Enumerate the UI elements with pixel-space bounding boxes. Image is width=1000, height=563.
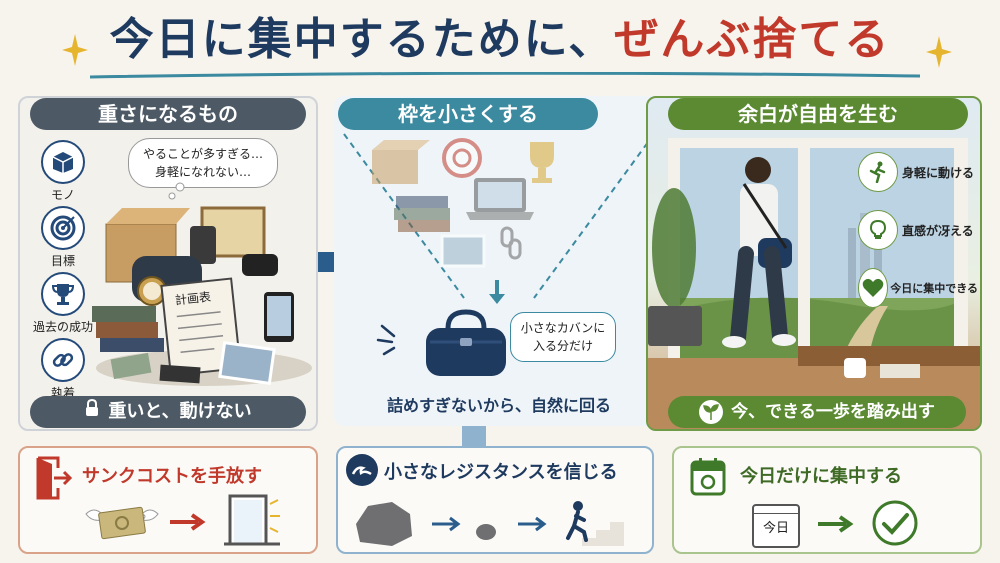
sparkle-icon (926, 36, 952, 68)
freedom-panel (646, 96, 982, 431)
target-icon (41, 206, 85, 250)
connector-bar (462, 426, 486, 448)
arrow-right-icon (818, 515, 854, 533)
benefit-item: 直感が冴える (858, 210, 978, 250)
benefit-label: 今日に集中できる (890, 282, 978, 295)
icon-item-goal: 目標 (28, 206, 98, 269)
heart-icon (858, 268, 889, 308)
icon-item-past-success: 過去の成功 (28, 272, 98, 335)
bubble-tail (168, 182, 185, 200)
benefit-label: 直感が冴える (902, 223, 974, 238)
clutter-note: 計画表 (174, 289, 211, 308)
title-main: 今日に集中するために、 (109, 14, 615, 65)
clutter-pile-illustration: 計画表 (92, 206, 312, 386)
title-area: 今日に集中するために、ぜんぶ捨てる (0, 4, 1000, 84)
running-person-icon (858, 152, 898, 192)
bubble-line: やることが多すぎる… (142, 147, 263, 161)
page-title: 今日に集中するために、ぜんぶ捨てる (0, 4, 1000, 76)
icon-item-attachment: 執着 (28, 338, 98, 401)
motion-lines (376, 324, 396, 356)
bubble-line: 身軽になれない… (154, 165, 251, 179)
check-circle-icon (872, 500, 918, 546)
chain-icon (41, 338, 85, 382)
rock-to-stairs-illustration (356, 501, 624, 546)
window-scene-illustration (648, 138, 980, 429)
icon-label: 過去の成功 (32, 320, 93, 334)
today-calendar-page: 今日 (752, 504, 800, 548)
small-resistance-title: 小さなレジスタンスを信じる (384, 462, 618, 483)
benefit-item: 身軽に動ける (858, 152, 978, 192)
calendar-rings (754, 506, 798, 514)
thought-bubble: やることが多すぎる… 身軽になれない… (128, 138, 278, 188)
trophy-icon (41, 272, 85, 316)
wave-icon (346, 454, 378, 486)
freedom-header: 余白が自由を生む (668, 98, 968, 130)
bag-speech-bubble: 小さなカバンに 入る分だけ (510, 312, 616, 362)
sunk-cost-title: サンクコストを手放す (82, 466, 262, 487)
open-door-light-icon (224, 494, 280, 546)
calendar-icon (690, 458, 726, 496)
arrow-right-icon (170, 513, 206, 531)
sprout-icon (699, 400, 724, 424)
heavy-things-header: 重さになるもの (30, 98, 306, 130)
bubble-line: 小さなカバンに (520, 321, 606, 335)
shrink-caption: 詰めすぎないから、自然に回る (386, 396, 611, 415)
icon-item-mono: モノ (28, 140, 98, 203)
funnel-illustration (343, 133, 655, 304)
lightbulb-icon (858, 210, 898, 250)
step-footer: 今、できる一歩を踏み出す (668, 396, 966, 428)
heavy-footer: 重いと、動けない (30, 396, 306, 428)
flying-money-icon (85, 506, 159, 540)
bubble-line: 入る分だけ (532, 339, 593, 353)
calendar-label: 今日 (762, 521, 789, 536)
exit-door-icon (36, 456, 73, 500)
icon-label: モノ (50, 188, 75, 202)
heavy-footer-text: 重いと、動けない (108, 401, 252, 422)
shrink-frame-header: 枠を小さくする (338, 98, 598, 130)
icon-label: 目標 (50, 254, 75, 268)
sunk-cost-panel (18, 446, 318, 554)
benefit-item: 今日に集中できる (858, 268, 978, 308)
step-footer-text: 今、できる一歩を踏み出す (731, 402, 935, 422)
small-bag-icon (426, 309, 506, 376)
sparkle-icon (62, 34, 88, 66)
benefit-label: 身軽に動ける (902, 165, 975, 180)
focus-today-title: 今日だけに集中する (740, 466, 902, 487)
title-underline (90, 72, 920, 79)
lock-icon (84, 396, 100, 428)
box-icon (41, 140, 85, 184)
title-accent: ぜんぶ捨てる (614, 14, 891, 65)
